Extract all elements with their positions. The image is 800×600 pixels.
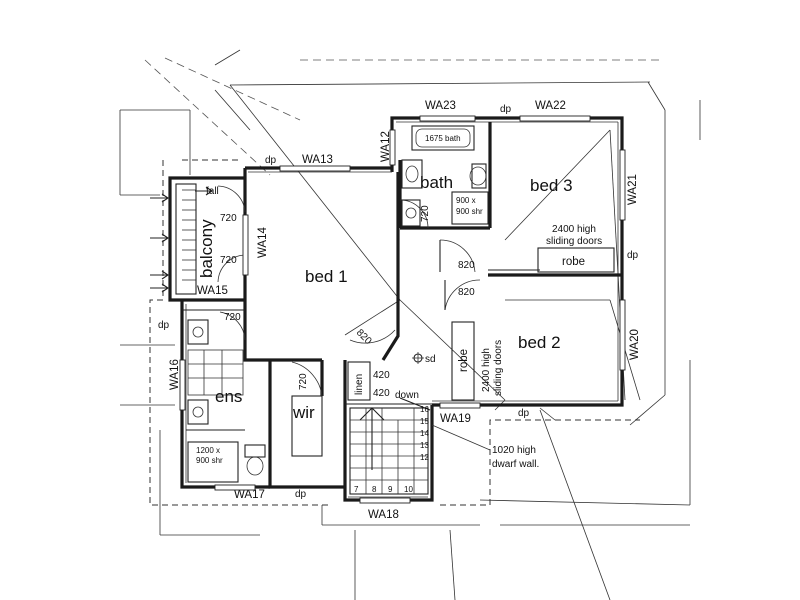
bath-basin-icon — [405, 165, 419, 183]
dim-720-balcony-top: 720 — [220, 213, 237, 224]
robe-bed2-label: robe — [458, 349, 470, 372]
dp-label-1: dp — [265, 155, 277, 166]
window-wa20-label: WA20 — [629, 329, 641, 360]
stair-step-7: 7 — [354, 485, 359, 494]
dp-label-3: dp — [627, 250, 639, 261]
room-bed2-label: bed 2 — [518, 333, 561, 352]
bath-laundry-tap-icon — [401, 199, 421, 227]
dp-label-4: dp — [158, 320, 170, 331]
bed2-doors-note-2: sliding doors — [493, 340, 504, 396]
room-bath-label: bath — [420, 173, 453, 192]
stair-step-13: 13 — [420, 441, 429, 450]
window-wa22-label: WA22 — [535, 100, 566, 112]
window-wa23-label: WA23 — [425, 100, 456, 112]
eaves-outline — [149, 159, 640, 506]
dwarf-wall-note-2: dwarf wall. — [492, 459, 539, 470]
stair-step-numbers: 16 15 14 13 12 8 9 10 7 — [354, 405, 429, 494]
dim-720-wir: 720 — [298, 373, 309, 390]
arrows — [150, 186, 556, 451]
bath-vanity-icon — [401, 159, 423, 189]
background-linework — [119, 49, 701, 600]
ens-toilet-cistern-icon — [244, 444, 266, 458]
dwarf-wall-note-1: 1020 high — [492, 445, 536, 456]
ens-vanity-icon — [187, 399, 209, 425]
stair-step-16: 16 — [420, 405, 429, 414]
bed2-doors-note-1: 2400 high — [481, 348, 492, 392]
stair-step-14: 14 — [420, 429, 429, 438]
balcony-fall-label: fall — [206, 186, 219, 197]
dp-label-6: dp — [518, 408, 530, 419]
robe-bed3-label: robe — [562, 256, 585, 268]
dim-720-bath: 720 — [420, 205, 431, 222]
window-wa16-label: WA16 — [169, 359, 181, 390]
stair-step-8: 8 — [372, 485, 377, 494]
stairs-down-label: down — [395, 390, 419, 401]
dim-820-bed1-door: 820 — [354, 327, 374, 347]
window-wa15-label: WA15 — [197, 285, 228, 297]
window-wa18-label: WA18 — [368, 509, 399, 521]
window-marks — [179, 115, 626, 504]
stair-step-12: 12 — [420, 453, 429, 462]
bathroom-fixtures — [187, 125, 489, 483]
room-bed3-label: bed 3 — [530, 176, 573, 195]
bath-tub-label: 1675 bath — [425, 134, 461, 143]
room-wir-label: wir — [292, 403, 315, 422]
ens-shower-label-2: 900 shr — [196, 456, 223, 465]
bath-shower-label-1: 900 x — [456, 196, 476, 205]
dim-420-linen-bottom: 420 — [373, 388, 390, 399]
linen-label: linen — [354, 374, 365, 395]
room-ens-label: ens — [215, 387, 242, 406]
window-wa17-label: WA17 — [234, 489, 265, 501]
room-bed1-label: bed 1 — [305, 267, 348, 286]
dim-720-balcony-bottom: 720 — [220, 255, 237, 266]
bed3-doors-note-2: sliding doors — [546, 236, 602, 247]
dim-820-bed2-door: 820 — [458, 287, 475, 298]
doors — [217, 185, 481, 397]
fixture-labels: 1675 bath 900 x 900 shr 1200 x 900 shr — [196, 134, 483, 465]
dim-420-linen-top: 420 — [373, 370, 390, 381]
dp-label-2: dp — [500, 104, 512, 115]
note-labels: 2400 high sliding doors 2400 high slidin… — [158, 104, 639, 500]
dim-820-bed3-door: 820 — [458, 260, 475, 271]
bath-shower-icon — [451, 191, 489, 225]
dim-720-ens-door: 720 — [224, 312, 241, 323]
bathtub-icon — [411, 125, 475, 151]
interior-walls — [182, 122, 622, 487]
ens-shower-icon — [187, 441, 239, 483]
bed3-doors-note-1: 2400 high — [552, 224, 596, 235]
bath-toilet-cistern-icon — [471, 163, 487, 189]
window-labels: WA12 WA13 WA14 WA15 WA16 WA17 WA18 WA19 … — [169, 100, 641, 521]
window-wa13-label: WA13 — [302, 154, 333, 166]
smoke-detector-icon — [412, 352, 424, 364]
room-labels: bed 1 bed 2 bed 3 bath ens wir balcony r… — [197, 173, 585, 422]
window-wa14-label: WA14 — [257, 227, 269, 258]
ens-toilet-bowl-icon — [246, 456, 264, 476]
smoke-detector-label: sd — [425, 354, 436, 365]
ens-basin-icon — [187, 319, 209, 345]
window-wa21-label: WA21 — [627, 174, 639, 205]
staircase — [349, 397, 431, 495]
stair-step-10: 10 — [404, 485, 413, 494]
dp-label-5: dp — [295, 489, 307, 500]
room-balcony-label: balcony — [197, 219, 216, 278]
bath-shower-label-2: 900 shr — [456, 207, 483, 216]
bath-toilet-bowl-icon — [469, 166, 487, 186]
balcony-decking — [182, 189, 196, 281]
stair-step-9: 9 — [388, 485, 393, 494]
window-wa12-label: WA12 — [380, 131, 392, 162]
stair-step-15: 15 — [420, 417, 429, 426]
ens-shower-label-1: 1200 x — [196, 446, 220, 455]
window-wa19-label: WA19 — [440, 413, 471, 425]
